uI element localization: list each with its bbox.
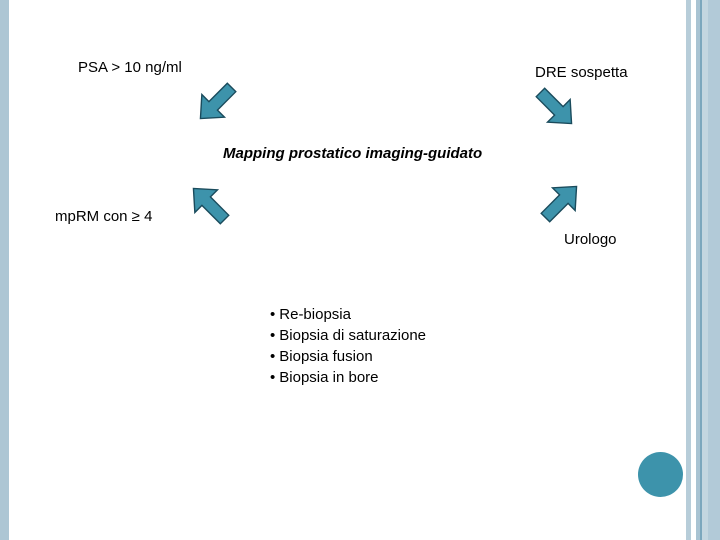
arrow-up-right-icon	[186, 180, 232, 233]
list-item: •Biopsia in bore	[270, 367, 426, 388]
arrow-down-left-icon	[533, 84, 579, 137]
list-item-label: Biopsia di saturazione	[279, 327, 427, 344]
bullet-icon: •	[270, 348, 276, 365]
page-title: Mapping prostatico imaging-guidato	[223, 145, 483, 162]
left-edge-bar	[0, 0, 9, 540]
list-item: •Re-biopsia	[270, 304, 426, 325]
right-edge-bar-3	[700, 0, 702, 540]
arrow-down-right-icon	[193, 79, 239, 132]
list-item-label: Re-biopsia	[279, 306, 351, 323]
list-item-label: Biopsia in bore	[279, 369, 379, 386]
biopsy-options-list: •Re-biopsia •Biopsia di saturazione •Bio…	[270, 304, 426, 388]
bullet-icon: •	[270, 306, 276, 323]
right-edge-bar-1	[686, 0, 691, 540]
list-item-label: Biopsia fusion	[279, 348, 373, 365]
label-urologo: Urologo	[564, 231, 617, 248]
right-edge-bar-4	[702, 0, 708, 540]
bullet-icon: •	[270, 327, 276, 344]
decorative-circle	[638, 452, 683, 497]
list-item: •Biopsia fusion	[270, 346, 426, 367]
label-mprm: mpRM con ≥ 4	[55, 208, 153, 225]
label-dre: DRE sospetta	[535, 64, 628, 81]
right-edge-bar-5	[708, 0, 720, 540]
bullet-icon: •	[270, 369, 276, 386]
right-edge-bar-2	[696, 0, 700, 540]
list-item: •Biopsia di saturazione	[270, 325, 426, 346]
label-psa: PSA > 10 ng/ml	[78, 59, 182, 76]
arrow-up-left-icon	[538, 178, 584, 231]
